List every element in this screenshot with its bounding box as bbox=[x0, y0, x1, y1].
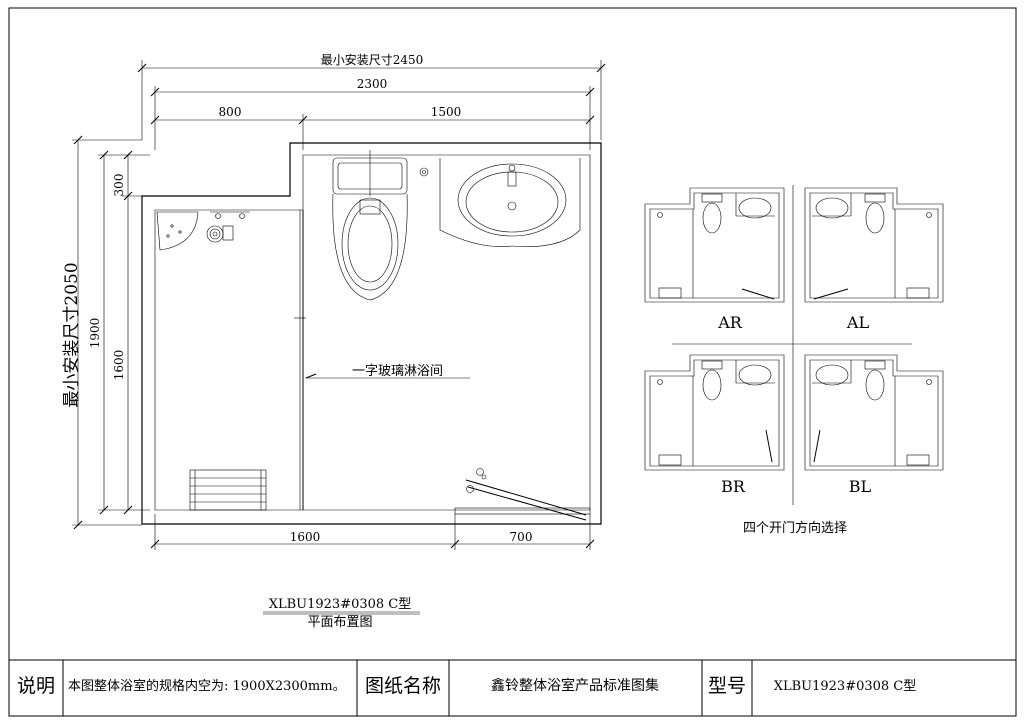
dim-min-install-depth: 最小安装尺寸2050 bbox=[62, 262, 82, 407]
corner-shelf bbox=[156, 211, 199, 251]
top-dimensions: 最小安装尺寸2450 2300 800 1500 bbox=[137, 52, 606, 150]
title-block: 说明 本图整体浴室的规格内空为: 1900X2300mm。 图纸名称 鑫铃整体浴… bbox=[9, 659, 1016, 716]
note-text: 本图整体浴室的规格内空为: 1900X2300mm。 bbox=[68, 678, 346, 694]
towel-rack-icon bbox=[189, 469, 267, 511]
floor-plan: 一字玻璃淋浴间 bbox=[141, 142, 602, 525]
option-al-label: AL bbox=[846, 313, 870, 332]
sheet-border bbox=[8, 7, 1017, 717]
shower-mixer-icon bbox=[206, 211, 250, 243]
dim-depth-1900: 1900 bbox=[88, 318, 102, 349]
option-ar-label: AR bbox=[717, 313, 743, 332]
option-br-thumbnail bbox=[644, 354, 785, 471]
dim-min-install-width: 最小安装尺寸2450 bbox=[321, 52, 424, 67]
model-value: XLBU1923#0308 C型 bbox=[774, 679, 917, 694]
option-br-label: BR bbox=[721, 477, 746, 496]
option-bl-label: BL bbox=[849, 477, 872, 496]
option-bl-thumbnail bbox=[804, 354, 944, 471]
plan-title: 平面布置图 bbox=[307, 615, 372, 630]
inner-wall bbox=[154, 154, 591, 511]
dim-bottom-right: 700 bbox=[510, 530, 533, 544]
door-swing bbox=[454, 468, 591, 521]
dim-bottom-left: 1600 bbox=[290, 530, 321, 544]
plan-model-code: XLBU1923#0308 C型 bbox=[269, 597, 412, 612]
note-header: 说明 bbox=[17, 675, 55, 697]
option-al-thumbnail bbox=[804, 187, 944, 303]
drawing-name: 鑫铃整体浴室产品标准图集 bbox=[491, 677, 659, 694]
dim-depth-300: 300 bbox=[112, 174, 126, 197]
shower-label: 一字玻璃淋浴间 bbox=[352, 364, 443, 379]
bottom-dimensions: 1600 700 bbox=[150, 514, 595, 550]
drawing-name-header: 图纸名称 bbox=[365, 675, 441, 697]
dim-overall-width: 2300 bbox=[357, 77, 388, 91]
model-header: 型号 bbox=[708, 675, 746, 697]
toilet-icon bbox=[332, 150, 429, 301]
dim-depth-1600: 1600 bbox=[112, 350, 126, 381]
washbasin-icon bbox=[439, 158, 581, 247]
dim-left-part: 800 bbox=[219, 105, 242, 119]
door-options-caption: 四个开门方向选择 bbox=[743, 520, 847, 536]
left-dimensions: 最小安装尺寸2050 1900 300 1600 bbox=[62, 135, 150, 530]
outer-wall bbox=[141, 142, 602, 525]
door-options: AR AL bbox=[644, 185, 944, 536]
option-ar-thumbnail bbox=[644, 187, 785, 303]
dim-right-part: 1500 bbox=[431, 105, 462, 119]
